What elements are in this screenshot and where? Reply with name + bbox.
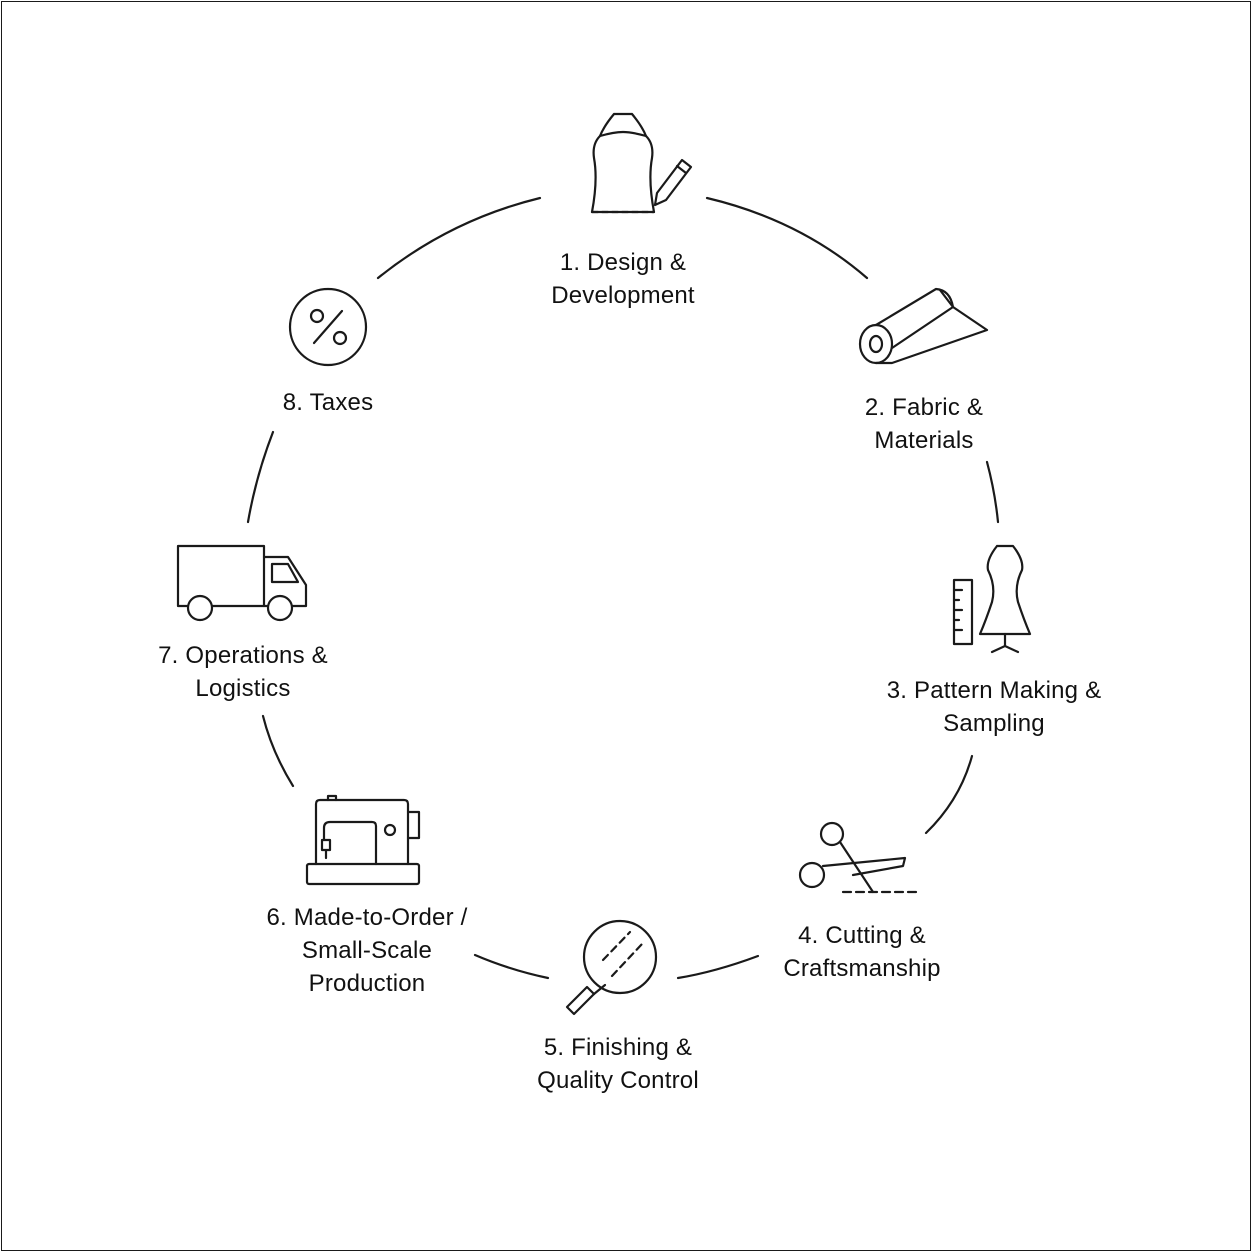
stage-label-cutting-craftsmanship: 4. Cutting & Craftsmanship [783, 919, 940, 985]
stage-label-fabric-materials: 2. Fabric & Materials [865, 391, 983, 457]
stage-label-line: Quality Control [537, 1067, 699, 1094]
stage-label-pattern-making-sampling: 3. Pattern Making & Sampling [887, 674, 1102, 740]
stage-label-line: 1. Design & [559, 249, 687, 276]
connector-arc-8-1 [376, 196, 542, 280]
stage-label-line: Materials [874, 427, 974, 454]
stage-label-line: 3. Pattern Making & [886, 677, 1102, 704]
stage-label-line: 8. Taxes [282, 389, 374, 416]
stage-label-design-development: 1. Design & Development [551, 246, 695, 312]
stage-label-finishing-quality-control: 5. Finishing & Quality Control [537, 1031, 699, 1097]
stage-label-line: 6. Made-to-Order / [266, 904, 468, 931]
connector-arc-2-3 [985, 460, 1000, 524]
stage-label-line: 2. Fabric & [864, 394, 984, 421]
fabric-roll-icon [858, 287, 989, 365]
cycle-connectors [246, 196, 1000, 980]
stage-label-line: Production [308, 970, 426, 997]
connector-arc-6-7 [261, 714, 295, 788]
connector-arc-7-8 [246, 430, 275, 524]
connector-arc-4-5 [676, 954, 760, 980]
stage-label-line: Development [551, 282, 695, 309]
ruler-mannequin-icon [952, 544, 1032, 654]
magnifying-glass-icon [565, 919, 658, 1016]
dress-form-pencil-icon [590, 112, 693, 214]
connector-arc-3-4 [924, 754, 974, 835]
stage-label-line: Small-Scale [301, 937, 433, 964]
connector-arc-1-2 [705, 196, 869, 280]
stage-label-operations-logistics: 7. Operations & Logistics [158, 639, 328, 705]
stage-label-taxes: 8. Taxes [283, 386, 374, 419]
stage-label-line: 5. Finishing & [543, 1034, 693, 1061]
stage-label-line: 4. Cutting & [798, 922, 926, 949]
stage-label-line: Logistics [195, 675, 291, 702]
scissors-icon [798, 821, 922, 894]
stage-label-made-to-order-production: 6. Made-to-Order / Small-Scale Productio… [266, 901, 467, 1000]
stage-label-line: 7. Operations & [158, 642, 328, 669]
stage-label-line: Craftsmanship [783, 955, 941, 982]
delivery-truck-icon [176, 544, 308, 622]
connector-arc-5-6 [473, 953, 550, 980]
percent-icon [288, 287, 368, 367]
sewing-machine-icon [305, 794, 421, 886]
stage-label-line: Sampling [943, 710, 1045, 737]
